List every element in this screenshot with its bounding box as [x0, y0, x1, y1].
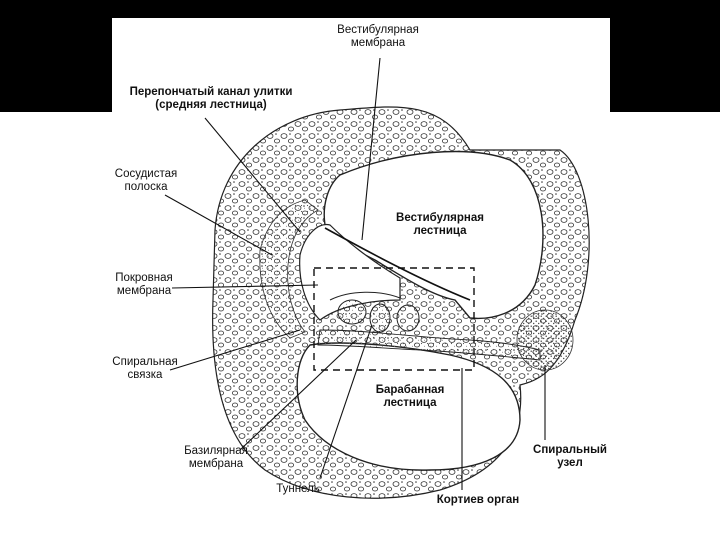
vestibular-membrane-line [324, 227, 471, 301]
label-stria-vascularis: Сосудистая полоска [114, 168, 178, 193]
organ-of-corti-box [313, 267, 475, 371]
label-tunnel: Туннель [276, 483, 320, 495]
label-tectorial-membrane: Покровная мембрана [115, 272, 173, 297]
label-scala-vestibuli: Вестибулярная лестница [396, 212, 484, 237]
leader-lines [164, 57, 546, 490]
label-basilar-membrane: Базилярная мембрана [184, 445, 248, 470]
spiral-ganglion-shape [516, 309, 574, 371]
label-scala-tympani: Барабанная лестница [375, 384, 445, 409]
stria-band [259, 199, 319, 339]
label-cochlear-duct: Перепончатый канал улитки (средняя лестн… [129, 86, 293, 111]
label-vestibular-membrane: Вестибулярная мембрана [337, 24, 419, 49]
label-spiral-ganglion: Спиральный узел [533, 444, 607, 469]
organ-of-corti-cells [329, 291, 420, 333]
black-frame-top [112, 0, 610, 18]
cochlear-duct-shape [299, 224, 401, 321]
label-organ-of-corti: Кортиев орган [436, 494, 520, 506]
black-frame-left [0, 0, 112, 112]
black-frame-right [610, 0, 720, 112]
label-spiral-ligament: Спиральная связка [112, 356, 178, 381]
scala-tympani-shape [296, 342, 521, 471]
